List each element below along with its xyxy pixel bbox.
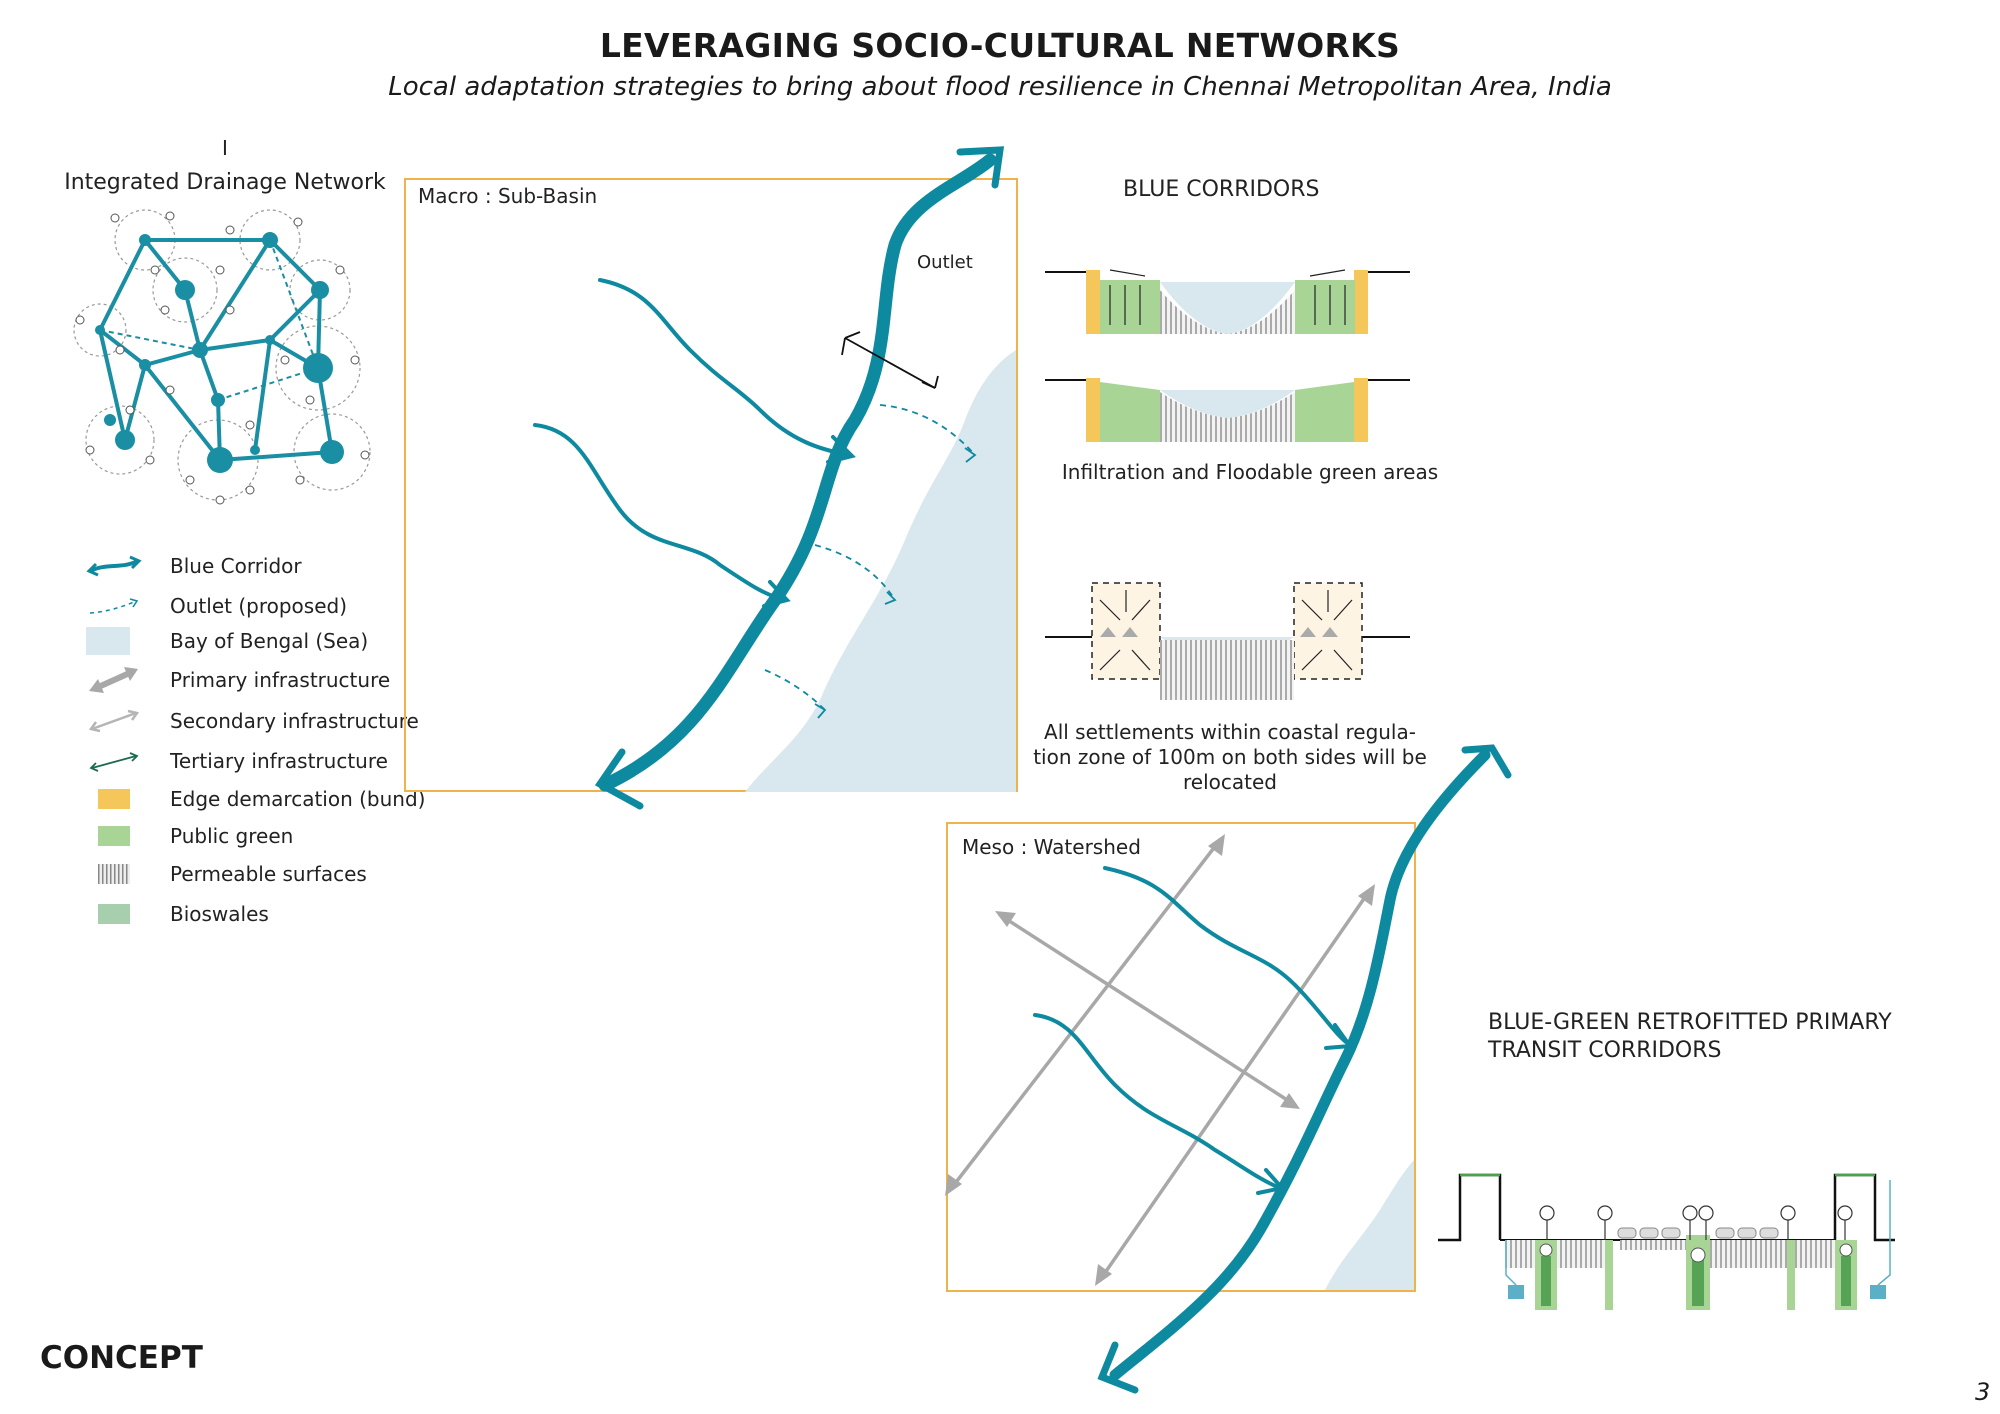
transit-title-line1: BLUE-GREEN RETROFITTED PRIMARY (1488, 1010, 1892, 1035)
network-numeral: I (222, 136, 228, 160)
permeable-swatch-icon (98, 864, 130, 884)
legend-item-blue-corridor: Blue Corridor (86, 551, 302, 581)
page-number: 3 (1975, 1378, 1991, 1406)
settlements-caption-line2: tion zone of 100m on both sides will be (1033, 745, 1427, 769)
concept-label: CONCEPT (40, 1340, 203, 1376)
bioswale-swatch-icon (98, 904, 130, 924)
legend-label: Blue Corridor (170, 554, 302, 578)
legend-item-primary: Primary infrastructure (86, 665, 390, 695)
macro-frame (404, 178, 1018, 792)
secondary-arrow-icon (88, 709, 140, 733)
legend-label: Public green (170, 824, 294, 848)
legend-label: Primary infrastructure (170, 668, 391, 692)
settlements-caption-line1: All settlements within coastal regula- (1044, 720, 1416, 744)
green-swatch-icon (98, 826, 130, 846)
legend-item-bioswales: Bioswales (86, 899, 269, 929)
settlements-caption-line3: relocated (1183, 770, 1277, 794)
bund-swatch-icon (98, 789, 130, 809)
dashed-outlet-icon (89, 598, 139, 614)
legend-label: Edge demarcation (bund) (170, 787, 426, 811)
legend-label: Bioswales (170, 902, 269, 926)
drainage-network-diagram (73, 209, 371, 505)
blue-corridors-title: BLUE CORRIDORS (1123, 177, 1320, 202)
legend-label: Secondary infrastructure (170, 709, 419, 733)
legend-item-sea: Bay of Bengal (Sea) (86, 626, 368, 656)
legend-item-bund: Edge demarcation (bund) (86, 784, 425, 814)
page-title: LEVERAGING SOCIO-CULTURAL NETWORKS (599, 26, 1401, 65)
legend-item-permeable: Permeable surfaces (86, 859, 367, 889)
legend-label: Permeable surfaces (170, 862, 367, 886)
macro-label: Macro : Sub-Basin (418, 184, 598, 208)
transit-title-line2: TRANSIT CORRIDORS (1488, 1038, 1722, 1063)
legend-item-public-green: Public green (86, 821, 293, 851)
legend-label: Outlet (proposed) (170, 594, 347, 618)
legend-item-outlet: Outlet (proposed) (86, 591, 347, 621)
legend-item-tertiary: Tertiary infrastructure (86, 746, 388, 776)
outlet-label: Outlet (917, 252, 973, 273)
legend-label: Tertiary infrastructure (170, 749, 388, 773)
legend-item-secondary: Secondary infrastructure (86, 706, 419, 736)
meso-frame (946, 822, 1416, 1292)
sea-swatch-icon (86, 627, 130, 655)
meso-label: Meso : Watershed (962, 835, 1141, 859)
infiltration-caption: Infiltration and Floodable green areas (1061, 460, 1439, 484)
primary-arrow-icon (89, 667, 138, 693)
blue-corridor-icon (86, 555, 142, 577)
tertiary-arrow-icon (89, 752, 139, 772)
legend-label: Bay of Bengal (Sea) (170, 629, 369, 653)
page-subtitle: Local adaptation strategies to bring abo… (388, 72, 1612, 102)
network-title: Integrated Drainage Network (64, 170, 386, 195)
